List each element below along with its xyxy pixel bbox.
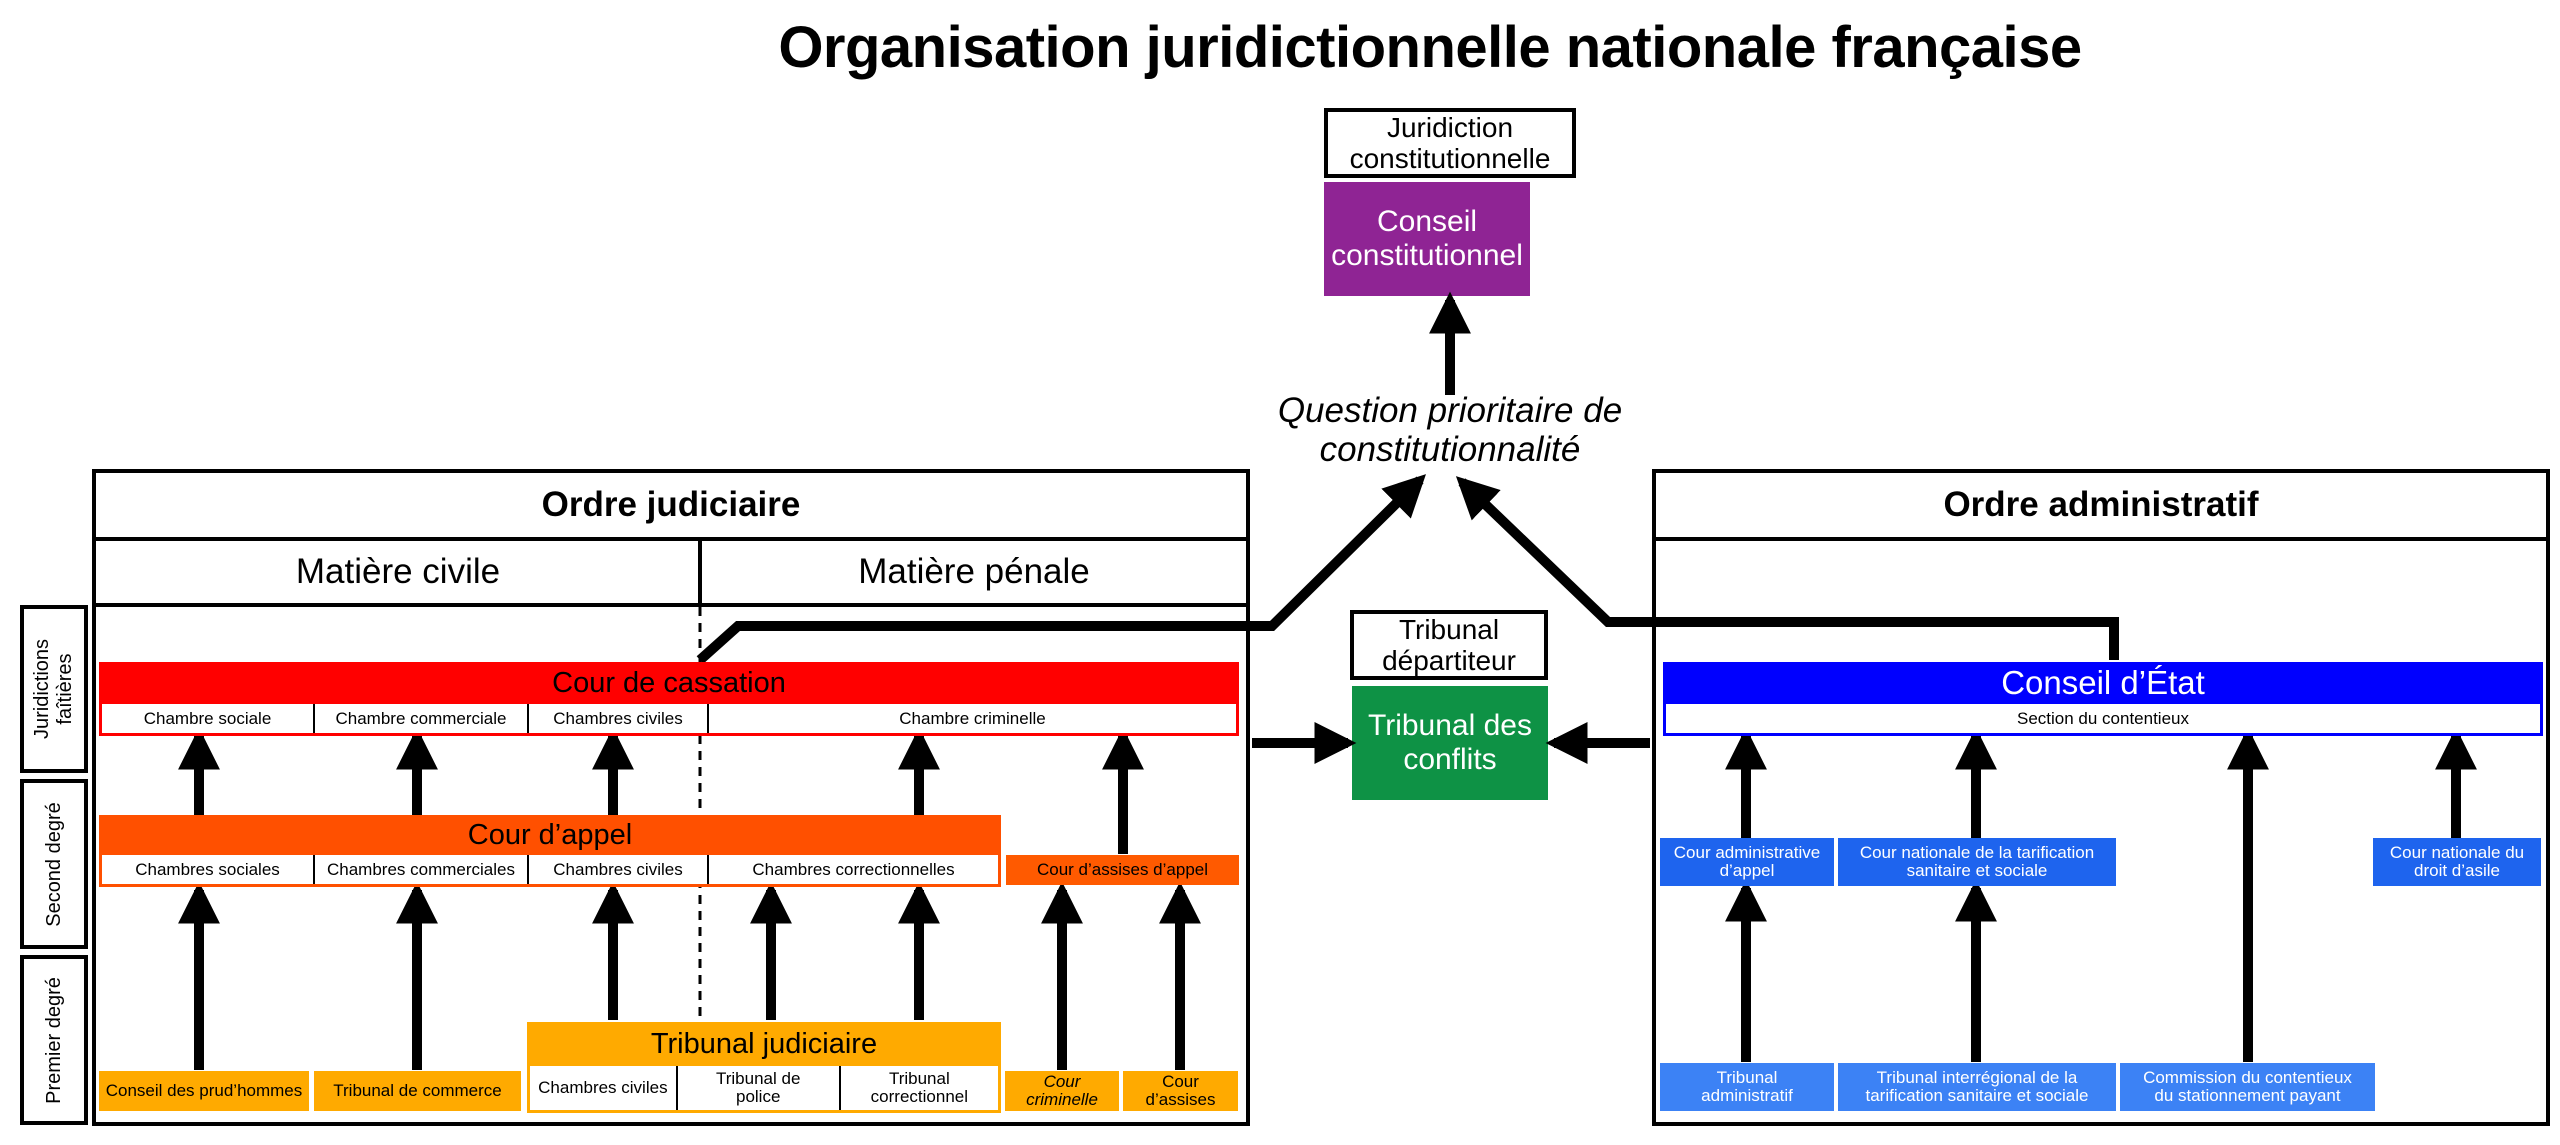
tj-chambres-civiles: Chambres civiles	[530, 1066, 678, 1110]
level-first: Premier degré	[20, 955, 88, 1125]
tribunal-departiteur-label: Tribunal départiteur	[1350, 610, 1548, 680]
arrow-etat-qpc	[1455, 476, 2119, 660]
qpc-label: Question prioritaire de constitutionnali…	[1277, 391, 1623, 469]
chambres-correctionnelles: Chambres correctionnelles	[709, 855, 998, 884]
appel-chambers: Chambres sociales Chambres commerciales …	[99, 855, 1001, 887]
chambre-sociale: Chambre sociale	[102, 704, 315, 733]
cour-administrative-appel: Cour administrative d’appel	[1660, 838, 1834, 886]
chambres-civiles-appel: Chambres civiles	[529, 855, 709, 884]
level-supreme: Juridictions faîtières	[20, 605, 88, 773]
chambres-civiles-cassation: Chambres civiles	[529, 704, 709, 733]
cntss: Cour nationale de la tarification sanita…	[1838, 838, 2116, 886]
ordre-administratif-frame	[1652, 469, 2550, 1126]
ordre-administratif-header: Ordre administratif	[1943, 485, 2259, 524]
tribunal-police: Tribunal de police	[677, 1066, 841, 1110]
cour-nationale-droit-asile: Cour nationale du droit d’asile	[2373, 838, 2541, 886]
level-second: Second degré	[20, 779, 88, 949]
commission-stationnement-payant: Commission du contentieux du stationneme…	[2120, 1063, 2375, 1111]
tribunal-correctionnel: Tribunal correctionnel	[840, 1066, 998, 1110]
constitutional-label: Juridiction constitutionnelle	[1324, 108, 1576, 178]
cour-assises: Cour d’assises	[1123, 1071, 1238, 1111]
cour-d-appel: Cour d’appel	[99, 815, 1001, 855]
chambre-criminelle: Chambre criminelle	[709, 704, 1236, 733]
chambres-commerciales: Chambres commerciales	[315, 855, 529, 884]
conseil-prudhommes: Conseil des prud’hommes	[99, 1071, 309, 1111]
conseil-constitutionnel: Conseil constitutionnel	[1324, 182, 1530, 296]
cour-de-cassation: Cour de cassation	[99, 662, 1239, 704]
page-title: Organisation juridictionnelle nationale …	[778, 15, 2082, 80]
cour-assises-appel: Cour d’assises d’appel	[1006, 855, 1239, 885]
chambre-commerciale: Chambre commerciale	[315, 704, 529, 733]
cour-criminelle: Cour criminelle	[1005, 1071, 1119, 1111]
chambres-sociales: Chambres sociales	[102, 855, 315, 884]
arrow-cassation-qpc	[696, 474, 1426, 664]
ordre-judiciaire-header: Ordre judiciaire	[541, 485, 801, 524]
titss: Tribunal interrégional de la tarificatio…	[1838, 1063, 2116, 1111]
cassation-chambers: Chambre sociale Chambre commerciale Cham…	[99, 704, 1239, 736]
conseil-d-etat: Conseil d’État	[1663, 662, 2543, 704]
tribunal-judiciaire: Tribunal judiciaire	[527, 1022, 1001, 1066]
tribunal-administratif: Tribunal administratif	[1660, 1063, 1834, 1111]
matiere-civile: Matière civile	[295, 552, 501, 591]
tj-chambers: Chambres civiles Tribunal de police Trib…	[527, 1066, 1001, 1113]
matiere-penale: Matière pénale	[858, 552, 1090, 591]
tribunal-des-conflits: Tribunal des conflits	[1352, 686, 1548, 800]
tribunal-commerce: Tribunal de commerce	[314, 1071, 521, 1111]
section-contentieux: Section du contentieux	[1663, 704, 2543, 736]
